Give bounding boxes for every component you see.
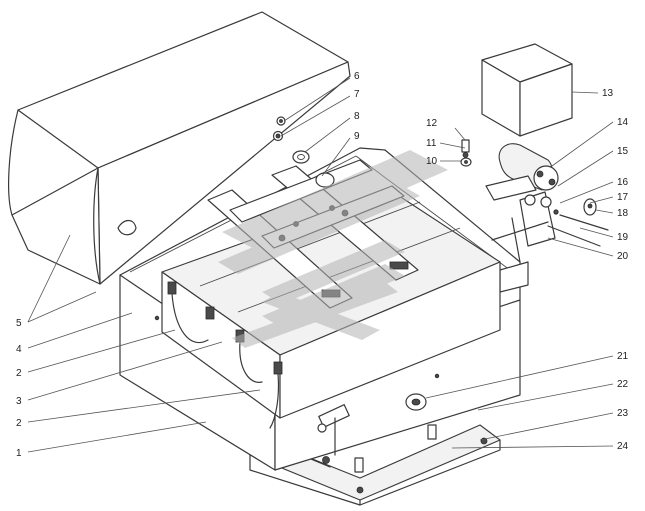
battery-box-lid	[8, 11, 351, 285]
callout-1: 1	[16, 448, 22, 459]
fasteners-10-12	[460, 139, 472, 167]
callout-11: 11	[426, 138, 437, 149]
callout-3: 3	[16, 396, 22, 407]
callout-2-lower: 2	[16, 418, 22, 429]
callout-4: 4	[16, 344, 22, 355]
callout-6: 6	[354, 71, 360, 82]
callout-12: 12	[426, 118, 438, 129]
callout-7: 7	[354, 89, 360, 100]
washers-17-18	[583, 198, 597, 216]
callout-2-upper: 2	[16, 368, 22, 379]
callout-13: 13	[602, 88, 614, 99]
switch-cover-box	[481, 43, 573, 137]
callout-8: 8	[354, 111, 360, 122]
callout-19: 19	[617, 232, 629, 243]
battery-switch-assembly	[485, 143, 609, 263]
callout-5: 5	[16, 318, 22, 329]
callout-10: 10	[426, 156, 438, 167]
leader-lines	[27, 77, 614, 453]
callout-20: 20	[617, 251, 629, 262]
stylized-logo-watermark-icon	[218, 150, 448, 348]
callout-24: 24	[617, 441, 629, 452]
callout-17: 17	[617, 192, 629, 203]
callout-14: 14	[617, 117, 629, 128]
callout-9: 9	[354, 131, 360, 142]
callout-18: 18	[617, 208, 629, 219]
callout-labels: 5 4 2 3 2 1 6 7 8 9 12 11 10 13 14 15 16…	[16, 71, 629, 459]
cable-connector	[317, 404, 350, 464]
callout-21: 21	[617, 351, 629, 362]
callout-22: 22	[617, 379, 629, 390]
callout-15: 15	[617, 146, 629, 157]
fasteners-6-8	[272, 116, 310, 164]
callout-16: 16	[617, 177, 629, 188]
callout-23: 23	[617, 408, 629, 419]
